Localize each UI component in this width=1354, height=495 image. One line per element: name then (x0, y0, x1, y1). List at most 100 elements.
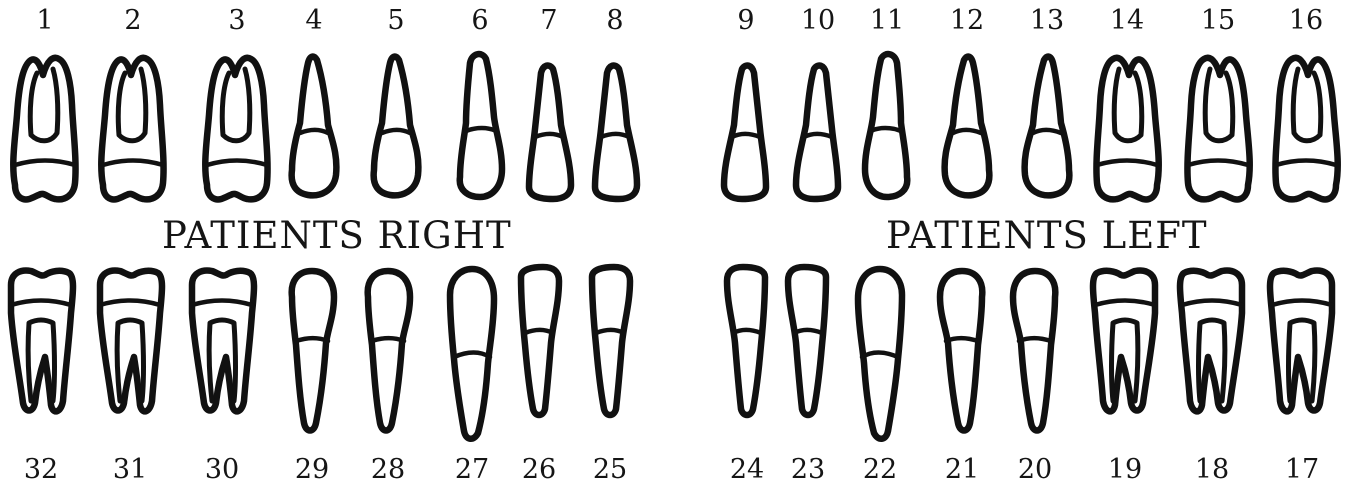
lower-tooth-17 (1270, 271, 1332, 412)
tooth-detail-line (535, 134, 563, 137)
tooth-outline (100, 271, 162, 412)
upper-tooth-13 (1025, 57, 1070, 196)
tooth-outline (1275, 58, 1337, 200)
tooth-number-label: 7 (521, 6, 577, 36)
tooth-detail-line (804, 134, 832, 137)
tooth-outline (192, 271, 254, 412)
lower-tooth-28 (368, 271, 410, 431)
lower-tooth-22 (858, 269, 902, 439)
tooth-number-label: 13 (1019, 6, 1075, 36)
tooth-detail-line (525, 330, 553, 333)
tooth-outline (460, 54, 502, 197)
tooth-number-label: 15 (1190, 6, 1246, 36)
tooth-detail-line (1272, 301, 1332, 306)
tooth-number-label: 6 (452, 6, 508, 36)
tooth-outline (11, 271, 73, 412)
tooth-number-label: 27 (444, 455, 500, 485)
tooth-detail-line (1019, 338, 1051, 341)
upper-tooth-4 (292, 57, 337, 196)
tooth-detail-line (11, 301, 71, 306)
lower-tooth-32 (11, 271, 73, 412)
tooth-outline (945, 57, 990, 196)
tooth-detail-line (1188, 161, 1248, 166)
upper-tooth-9 (724, 66, 766, 199)
tooth-detail-line (1097, 161, 1157, 166)
tooth-number-label: 28 (360, 455, 416, 485)
tooth-outline (788, 267, 826, 415)
lower-tooth-20 (1013, 271, 1055, 431)
tooth-detail-line (1205, 69, 1233, 141)
tooth-number-label: 3 (209, 6, 265, 36)
tooth-outline (374, 57, 419, 196)
tooth-detail-line (1276, 161, 1336, 166)
lower-tooth-26 (521, 267, 559, 415)
upper-tooth-15 (1187, 58, 1249, 200)
tooth-detail-line (222, 69, 250, 141)
tooth-outline (1187, 58, 1249, 200)
upper-tooth-7 (529, 66, 571, 199)
tooth-number-label: 12 (939, 6, 995, 36)
tooth-number-label: 21 (934, 455, 990, 485)
tooth-detail-line (454, 353, 490, 358)
tooth-outline (865, 54, 907, 197)
tooth-outline (940, 271, 982, 431)
tooth-detail-line (207, 161, 267, 166)
tooth-number-label: 8 (587, 6, 643, 36)
tooth-detail-line (15, 161, 75, 166)
tooth-number-label: 31 (102, 455, 158, 485)
tooth-number-label: 4 (286, 6, 342, 36)
tooth-number-label: 14 (1099, 6, 1155, 36)
tooth-detail-line (946, 338, 978, 341)
tooth-number-label: 10 (790, 6, 846, 36)
tooth-detail-line (733, 330, 761, 333)
tooth-number-label: 32 (13, 455, 69, 485)
tooth-number-label: 30 (194, 455, 250, 485)
tooth-number-label: 25 (582, 455, 638, 485)
tooth-outline (292, 57, 337, 196)
tooth-number-label: 5 (368, 6, 424, 36)
tooth-outline (292, 271, 334, 431)
tooth-detail-line (300, 130, 328, 133)
patients-right-label: PATIENTS RIGHT (162, 216, 512, 256)
tooth-detail-line (862, 353, 898, 358)
patients-left-label: PATIENTS LEFT (886, 216, 1208, 256)
lower-tooth-24 (727, 267, 765, 415)
upper-tooth-16 (1275, 58, 1337, 200)
lower-tooth-21 (940, 271, 982, 431)
tooth-detail-line (601, 134, 629, 137)
tooth-outline (727, 267, 765, 415)
tooth-outline (1270, 271, 1332, 412)
tooth-outline (1180, 271, 1242, 412)
tooth-outline (205, 58, 267, 200)
tooth-detail-line (30, 69, 58, 141)
tooth-detail-line (118, 69, 146, 141)
upper-tooth-12 (945, 57, 990, 196)
tooth-number-label: 26 (511, 455, 567, 485)
lower-tooth-19 (1093, 271, 1155, 412)
tooth-detail-line (103, 161, 163, 166)
tooth-number-label: 23 (780, 455, 836, 485)
tooth-detail-line (953, 130, 981, 133)
tooth-outline (521, 267, 559, 415)
upper-tooth-1 (13, 58, 75, 200)
tooth-detail-line (192, 301, 252, 306)
tooth-number-label: 1 (17, 6, 73, 36)
upper-tooth-11 (865, 54, 907, 197)
tooth-number-label: 22 (852, 455, 908, 485)
tooth-outline (101, 58, 163, 200)
lower-tooth-30 (192, 271, 254, 412)
tooth-detail-line (100, 301, 160, 306)
upper-tooth-8 (595, 66, 637, 199)
lower-tooth-23 (788, 267, 826, 415)
upper-tooth-2 (101, 58, 163, 200)
upper-tooth-5 (374, 57, 419, 196)
tooth-number-label: 2 (105, 6, 161, 36)
tooth-number-label: 19 (1097, 455, 1153, 485)
tooth-number-label: 29 (284, 455, 340, 485)
upper-tooth-14 (1096, 58, 1158, 200)
lower-tooth-27 (450, 269, 494, 439)
lower-tooth-31 (100, 271, 162, 412)
tooth-detail-line (372, 338, 404, 341)
tooth-outline (592, 267, 630, 415)
